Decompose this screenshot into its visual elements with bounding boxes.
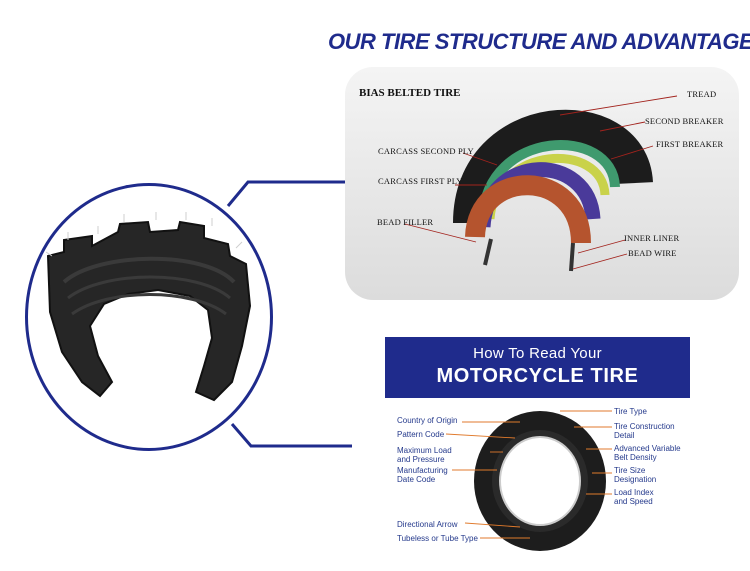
read-tire-title: MOTORCYCLE TIRE: [436, 365, 639, 387]
label-bead-filler: BEAD FILLER: [377, 217, 434, 227]
tread-layer: [453, 109, 653, 225]
label-carcass-first-ply: CARCASS FIRST PLY: [378, 176, 463, 186]
ply-line-1: [62, 256, 236, 284]
label-tubeless: Tubeless or Tube Type: [397, 534, 478, 543]
ply-line-3: [71, 293, 227, 316]
label-tread: TREAD: [687, 89, 717, 99]
label-size-2: Designation: [614, 475, 657, 484]
label-inner-liner: INNER LINER: [624, 233, 680, 243]
read-tire-subtitle: How To Read Your: [473, 345, 602, 362]
sidewall-leader-lines: [445, 410, 612, 539]
tread-spikes: [45, 212, 243, 257]
label-carcass-second-ply: CARCASS SECOND PLY: [378, 146, 474, 156]
tire-section-illustration: [45, 212, 252, 402]
label-pattern-code: Pattern Code: [397, 430, 445, 439]
bias-belted-panel: BIAS BELTED TIRE TREAD SECOND BREAKER FI…: [345, 67, 739, 300]
tire-rim-opening: [499, 436, 581, 526]
connector-bottom: [230, 423, 352, 448]
label-max-load-2: and Pressure: [397, 455, 445, 464]
page-title: OUR TIRE STRUCTURE AND ADVANTAGES: [328, 29, 750, 54]
label-directional-arrow: Directional Arrow: [397, 520, 458, 529]
label-second-breaker: SECOND BREAKER: [645, 116, 724, 126]
label-size-1: Tire Size: [614, 466, 646, 475]
tire-section-circle: [25, 183, 273, 451]
label-variable-1: Advanced Variable: [614, 444, 681, 453]
label-bead-wire: BEAD WIRE: [628, 248, 677, 258]
connector-top: [226, 180, 350, 207]
label-construction-1: Tire Construction: [614, 422, 675, 431]
label-manufacturing-1: Manufacturing: [397, 466, 448, 475]
bead-left: [483, 238, 493, 266]
label-first-breaker: FIRST BREAKER: [656, 139, 724, 149]
bead-right: [569, 242, 575, 272]
label-country-of-origin: Country of Origin: [397, 416, 458, 425]
label-load-2: and Speed: [614, 497, 653, 506]
bias-panel-title: BIAS BELTED TIRE: [359, 87, 461, 99]
label-manufacturing-2: Date Code: [397, 475, 436, 484]
label-variable-2: Belt Density: [614, 453, 657, 462]
carcass-first-ply-layer: [465, 175, 591, 244]
read-tire-header: How To Read Your MOTORCYCLE TIRE: [385, 337, 690, 398]
label-max-load-1: Maximum Load: [397, 446, 452, 455]
leader-lines: [404, 95, 678, 270]
ply-line-2: [67, 275, 231, 300]
label-tire-type: Tire Type: [614, 407, 647, 416]
label-construction-2: Detail: [614, 431, 635, 440]
label-load-1: Load Index: [614, 488, 654, 497]
bias-tire-diagram: [404, 95, 678, 272]
